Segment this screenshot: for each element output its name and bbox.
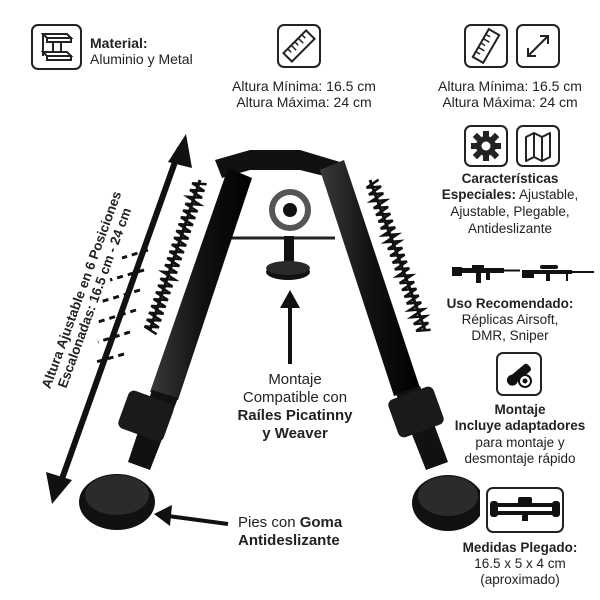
ruler-icon bbox=[464, 24, 508, 68]
center-min-height: Altura Mínima: 16.5 cm bbox=[232, 78, 376, 94]
folded-note: (aproximado) bbox=[480, 572, 560, 587]
bipod-product-image bbox=[79, 150, 480, 531]
mount-right-line-1: para montaje y bbox=[475, 435, 565, 450]
mount-center-line-2: Compatible con bbox=[242, 389, 348, 406]
ruler-icon bbox=[277, 24, 321, 68]
folded-dims: 16.5 x 5 x 4 cm bbox=[474, 556, 566, 571]
usage-title: Uso Recomendado: bbox=[446, 296, 574, 311]
mount-center-line-4: y Weaver bbox=[262, 425, 328, 442]
right-min-height: Altura Mínima: 16.5 cm bbox=[438, 78, 582, 94]
spring-coil bbox=[143, 181, 207, 336]
folded-title: Medidas Plegado: bbox=[462, 540, 578, 555]
mount-center-line-3: Raíles Picatinny bbox=[237, 407, 353, 424]
sniper-rifle-icon bbox=[522, 265, 594, 281]
features-line-4: Antideslizante bbox=[467, 221, 553, 236]
material-value: Aluminio y Metal bbox=[90, 51, 193, 67]
mount-right-line-2: desmontaje rápido bbox=[464, 451, 576, 466]
features-line-3: Ajustable, Plegable, bbox=[450, 204, 570, 219]
mount-right-subtitle: Incluye adaptadores bbox=[454, 418, 586, 433]
right-max-height: Altura Máxima: 24 cm bbox=[442, 94, 578, 110]
mount-adapter-icon bbox=[496, 352, 542, 396]
spring-coil bbox=[365, 178, 431, 333]
usage-line-2: DMR, Sniper bbox=[471, 328, 549, 343]
features-title: Características bbox=[461, 171, 559, 186]
feet-plain: Pies con bbox=[238, 514, 300, 531]
mount-right-title: Montaje bbox=[494, 402, 546, 417]
gear-icon bbox=[464, 125, 508, 167]
assault-rifle-icon bbox=[452, 265, 520, 283]
map-icon bbox=[516, 125, 560, 167]
mount-center-line-1: Montaje bbox=[268, 371, 322, 388]
usage-line-1: Réplicas Airsoft, bbox=[461, 312, 559, 327]
features-special-label: Especiales: bbox=[441, 187, 516, 202]
feet-line-2: Antideslizante bbox=[238, 532, 340, 549]
metal-beam-icon bbox=[31, 24, 82, 70]
center-max-height: Altura Máxima: 24 cm bbox=[236, 94, 372, 110]
features-special-value: Ajustable, bbox=[516, 187, 579, 202]
feet-bold: Goma bbox=[299, 514, 343, 531]
features-line-2: Especiales: Ajustable, bbox=[430, 187, 590, 202]
material-title: Material: bbox=[90, 35, 148, 51]
expand-arrows-icon bbox=[516, 24, 560, 68]
feet-line-1: Pies con Goma bbox=[238, 514, 342, 531]
folded-bipod-icon bbox=[486, 487, 564, 533]
